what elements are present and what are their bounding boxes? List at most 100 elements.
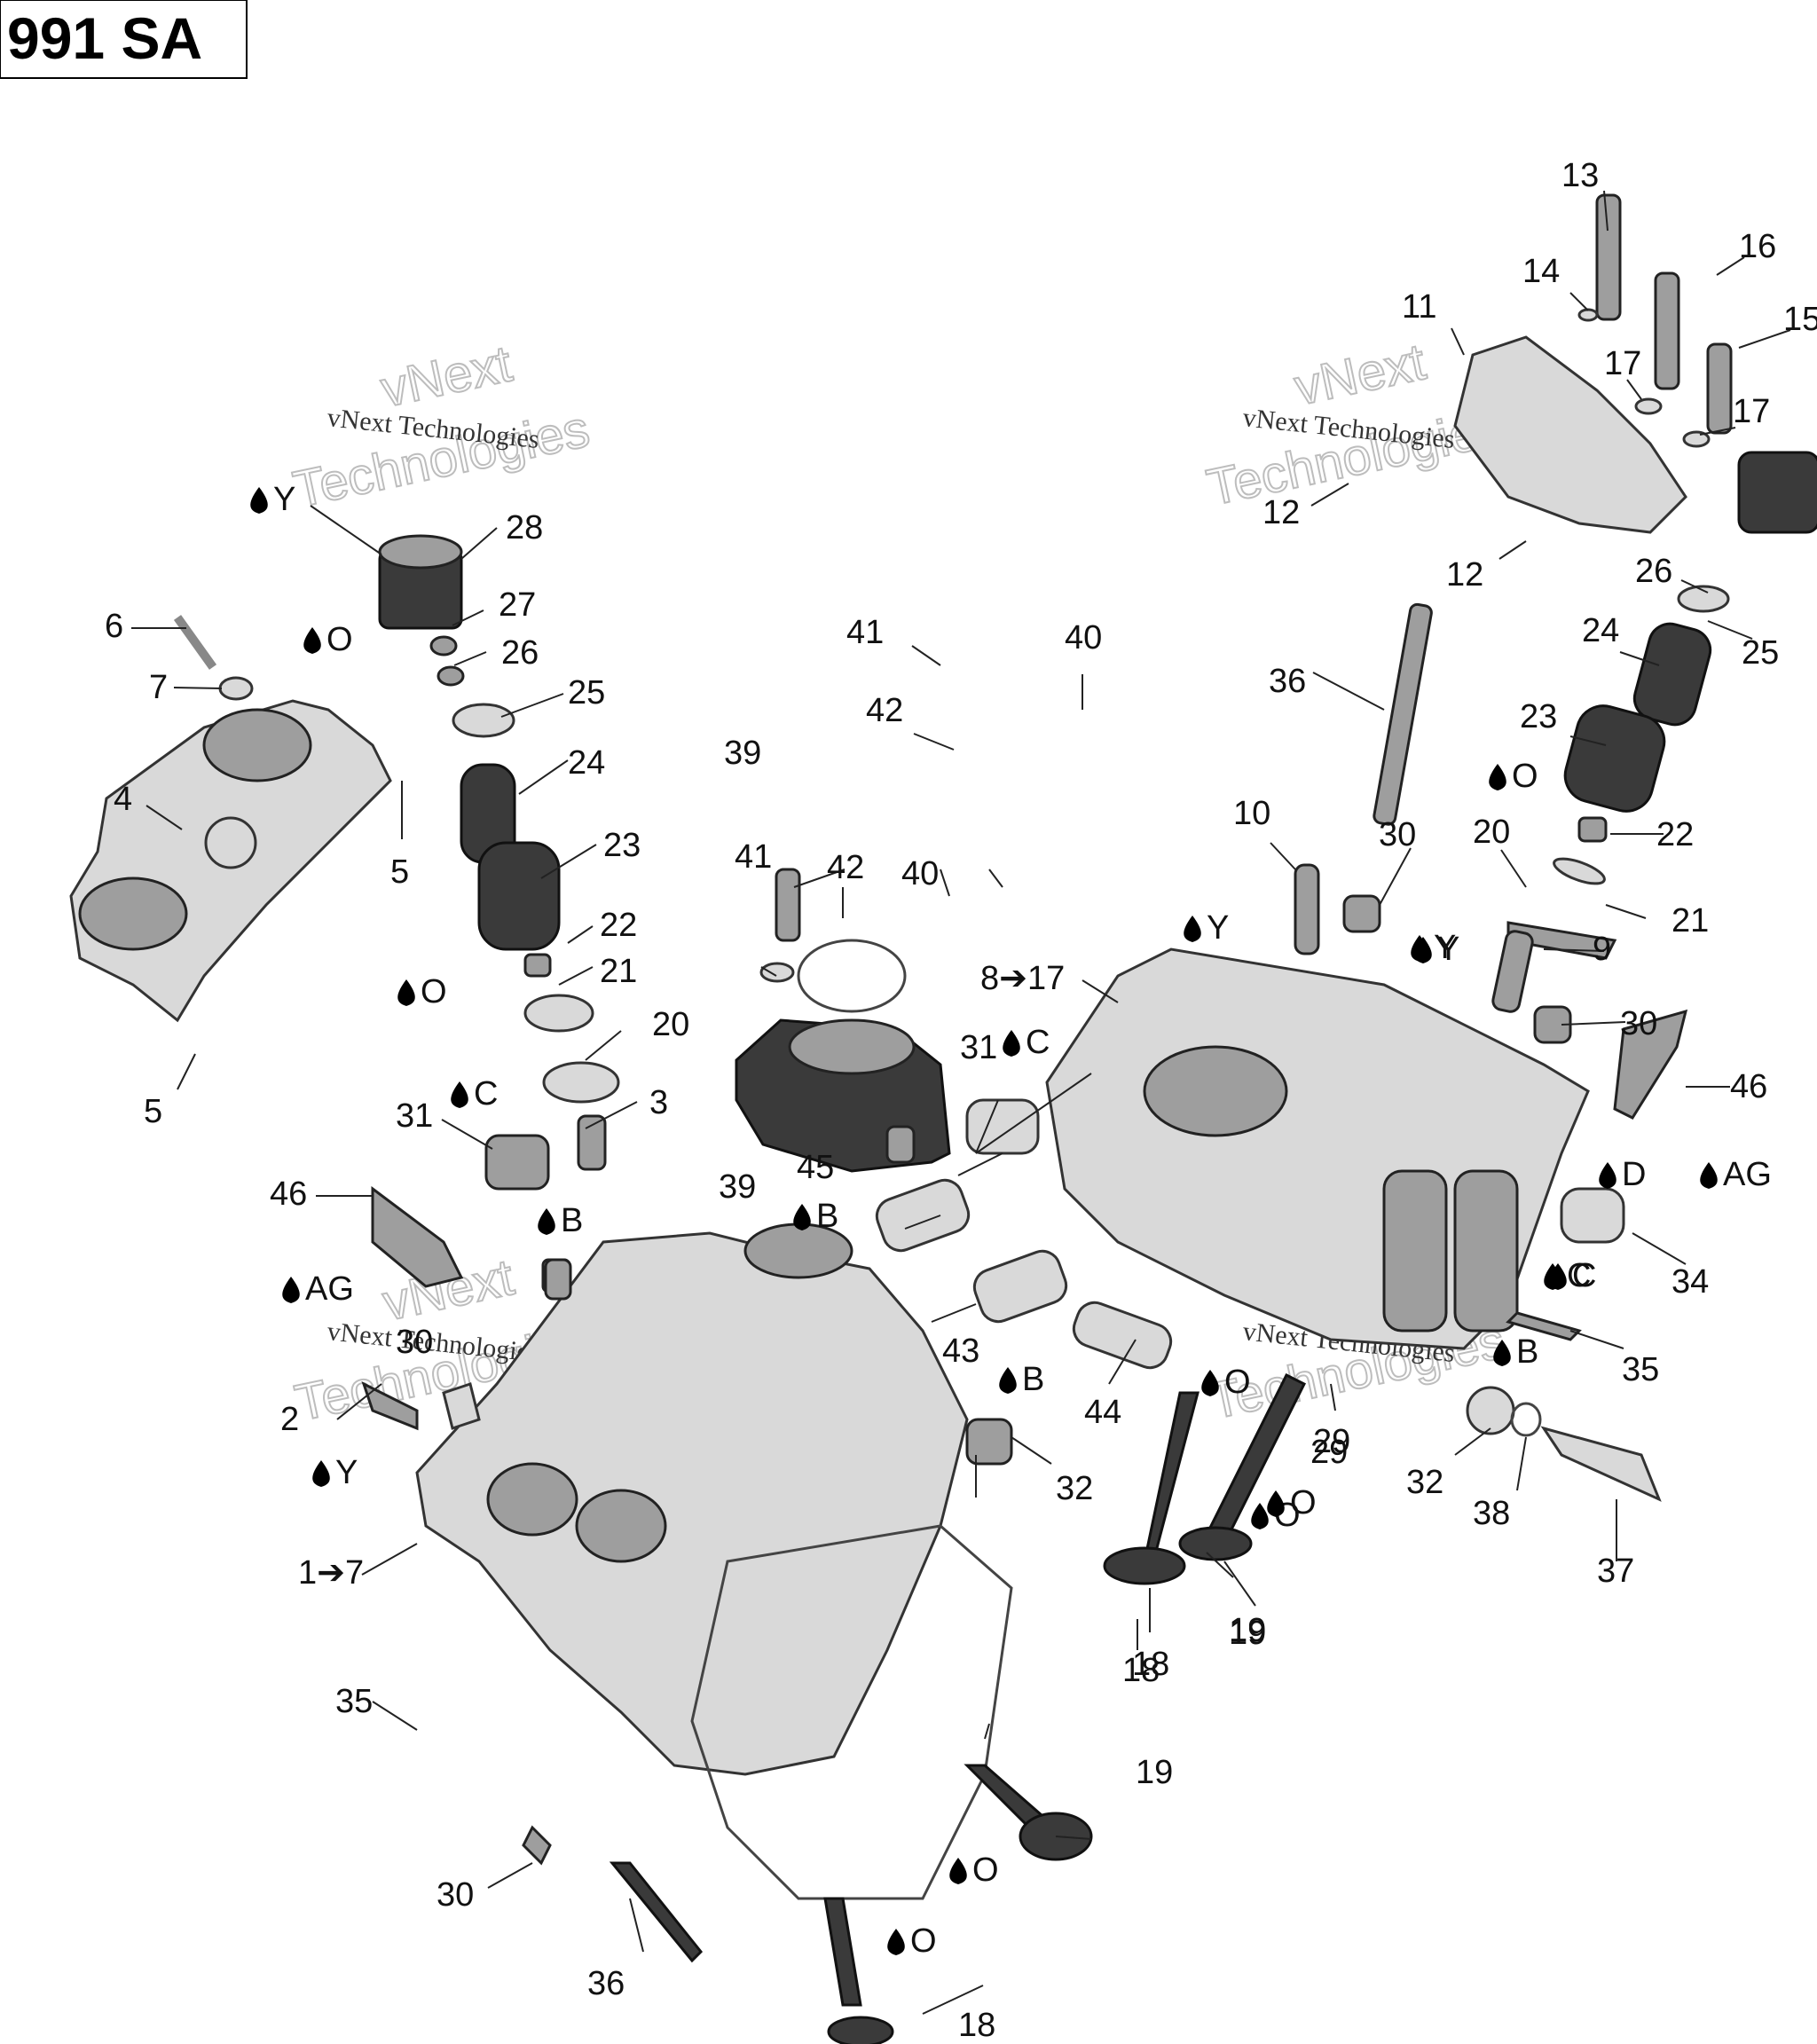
callout-number: 22	[1656, 816, 1694, 853]
callout-number: 3	[649, 1084, 668, 1121]
lubricant-code-label: O	[1512, 758, 1538, 795]
callout-number: 17	[1733, 393, 1770, 430]
callout-number: 30	[1620, 1005, 1657, 1042]
callout-number: 40	[1065, 619, 1102, 656]
lubricant-code-label: C	[1026, 1024, 1050, 1061]
lubricant-code: B	[538, 1202, 583, 1239]
lubricant-code: Y	[312, 1454, 358, 1491]
oil-drop-icon	[1201, 1370, 1219, 1396]
lubricant-code: AG	[1700, 1156, 1772, 1193]
callout-number: 31	[396, 1097, 433, 1135]
lubricant-code-label: B	[1516, 1333, 1538, 1371]
oil-drop-icon	[1267, 1490, 1285, 1517]
callout-number: 41	[735, 838, 772, 876]
lubricant-code: D	[1599, 1156, 1646, 1193]
lubricant-code: C	[1003, 1024, 1050, 1061]
callout-number: 21	[1671, 902, 1709, 939]
callout-number: 10	[1233, 795, 1270, 832]
oil-drop-icon	[538, 1208, 555, 1235]
callout-number: 2	[280, 1401, 299, 1438]
callout-number: 35	[335, 1683, 373, 1720]
lubricant-code: Y	[250, 481, 295, 518]
callout-number: 36	[587, 1965, 625, 2002]
callout-number: 18	[1122, 1652, 1160, 1689]
lubricant-code-label: O	[326, 621, 353, 658]
callout-number: 32	[1406, 1464, 1443, 1501]
callout-number: 45	[797, 1149, 834, 1186]
oil-drop-icon	[250, 487, 268, 514]
callout-number: 8➔17	[980, 960, 1065, 997]
lubricant-code: O	[303, 621, 353, 658]
lubricant-code-label: AG	[305, 1270, 354, 1308]
oil-drop-icon	[1184, 916, 1201, 942]
valve-train-right-drawing	[1294, 585, 1730, 1502]
callout-number: 26	[501, 634, 539, 672]
callout-number: 25	[1742, 634, 1779, 672]
callout-number: 14	[1522, 253, 1560, 290]
lubricant-code-label: Y	[273, 481, 295, 518]
lubricant-code-label: O	[910, 1922, 937, 1960]
lubricant-code-label: O	[421, 973, 447, 1010]
oil-drop-icon	[451, 1081, 468, 1108]
callout-number: 18	[958, 2007, 995, 2044]
valve-train-left-drawing	[173, 534, 620, 1293]
oil-drop-icon	[1599, 1162, 1616, 1189]
svg-text:vNext: vNext	[1290, 333, 1431, 416]
callout-number: 32	[1056, 1470, 1093, 1507]
callout-number: 42	[827, 849, 864, 886]
callout-number: 17	[1604, 345, 1641, 382]
callout-number: 11	[1402, 288, 1436, 326]
oil-drop-icon	[1251, 1503, 1269, 1529]
oil-drop-icon	[1411, 935, 1428, 962]
callout-number: 12	[1262, 494, 1300, 531]
lubricant-code: C	[451, 1075, 498, 1112]
lubricant-code: O	[1267, 1484, 1317, 1521]
callout-number: 46	[270, 1175, 307, 1213]
oil-drop-icon	[303, 627, 321, 654]
lubricant-code: C	[1544, 1257, 1591, 1294]
callout-number: 13	[1561, 157, 1599, 194]
lubricant-code-label: O	[1224, 1364, 1251, 1401]
callout-number: 19	[1229, 1615, 1266, 1652]
oil-drop-icon	[397, 979, 415, 1006]
oil-drop-icon	[949, 1858, 967, 1884]
lubricant-code-label: B	[1022, 1361, 1044, 1398]
callout-number: 25	[568, 674, 605, 711]
lubricant-code-label: AG	[1723, 1156, 1772, 1193]
camshaft-housing-left-drawing	[69, 699, 392, 1023]
lubricant-code-label: C	[474, 1075, 498, 1112]
oil-drop-icon	[1003, 1030, 1020, 1057]
oil-drop-icon	[1493, 1340, 1511, 1366]
lubricant-code: Y	[1184, 909, 1229, 947]
diagram-title: 991 SA	[7, 5, 202, 71]
lubricant-code: O	[887, 1922, 937, 1960]
lubricant-code: Y	[1411, 929, 1456, 966]
lubricant-code: O	[397, 973, 447, 1010]
callout-number: 15	[1783, 301, 1817, 338]
callout-number: 29	[1310, 1434, 1348, 1471]
diagram-title-box: 991 SA	[0, 0, 248, 79]
callout-number: 16	[1739, 228, 1776, 265]
callout-number: 18	[1132, 1646, 1169, 1683]
oil-drop-icon	[1544, 1263, 1561, 1290]
oil-drop-icon	[999, 1367, 1017, 1394]
lubricant-code-label: O	[972, 1851, 999, 1889]
callout-number: 20	[1473, 814, 1510, 851]
callout-number: 28	[506, 509, 543, 546]
oil-drop-icon	[1700, 1162, 1718, 1189]
callout-number: 30	[1379, 816, 1416, 853]
callout-number: 38	[1473, 1495, 1510, 1532]
callout-number: 7	[149, 669, 168, 706]
lubricant-code-label: Y	[1207, 909, 1229, 947]
callout-number: 4	[114, 781, 132, 818]
callout-number: 42	[866, 692, 903, 729]
lubricant-code: B	[1493, 1333, 1538, 1371]
callout-number: 19	[1136, 1754, 1173, 1791]
callout-number: 36	[1269, 663, 1306, 700]
leader-lines	[131, 190, 1791, 2015]
cylinder-head-right-drawing	[1045, 947, 1590, 1350]
callout-number: 44	[1084, 1394, 1121, 1431]
lubricant-code: O	[1201, 1364, 1251, 1401]
callout-number: 24	[568, 744, 605, 782]
